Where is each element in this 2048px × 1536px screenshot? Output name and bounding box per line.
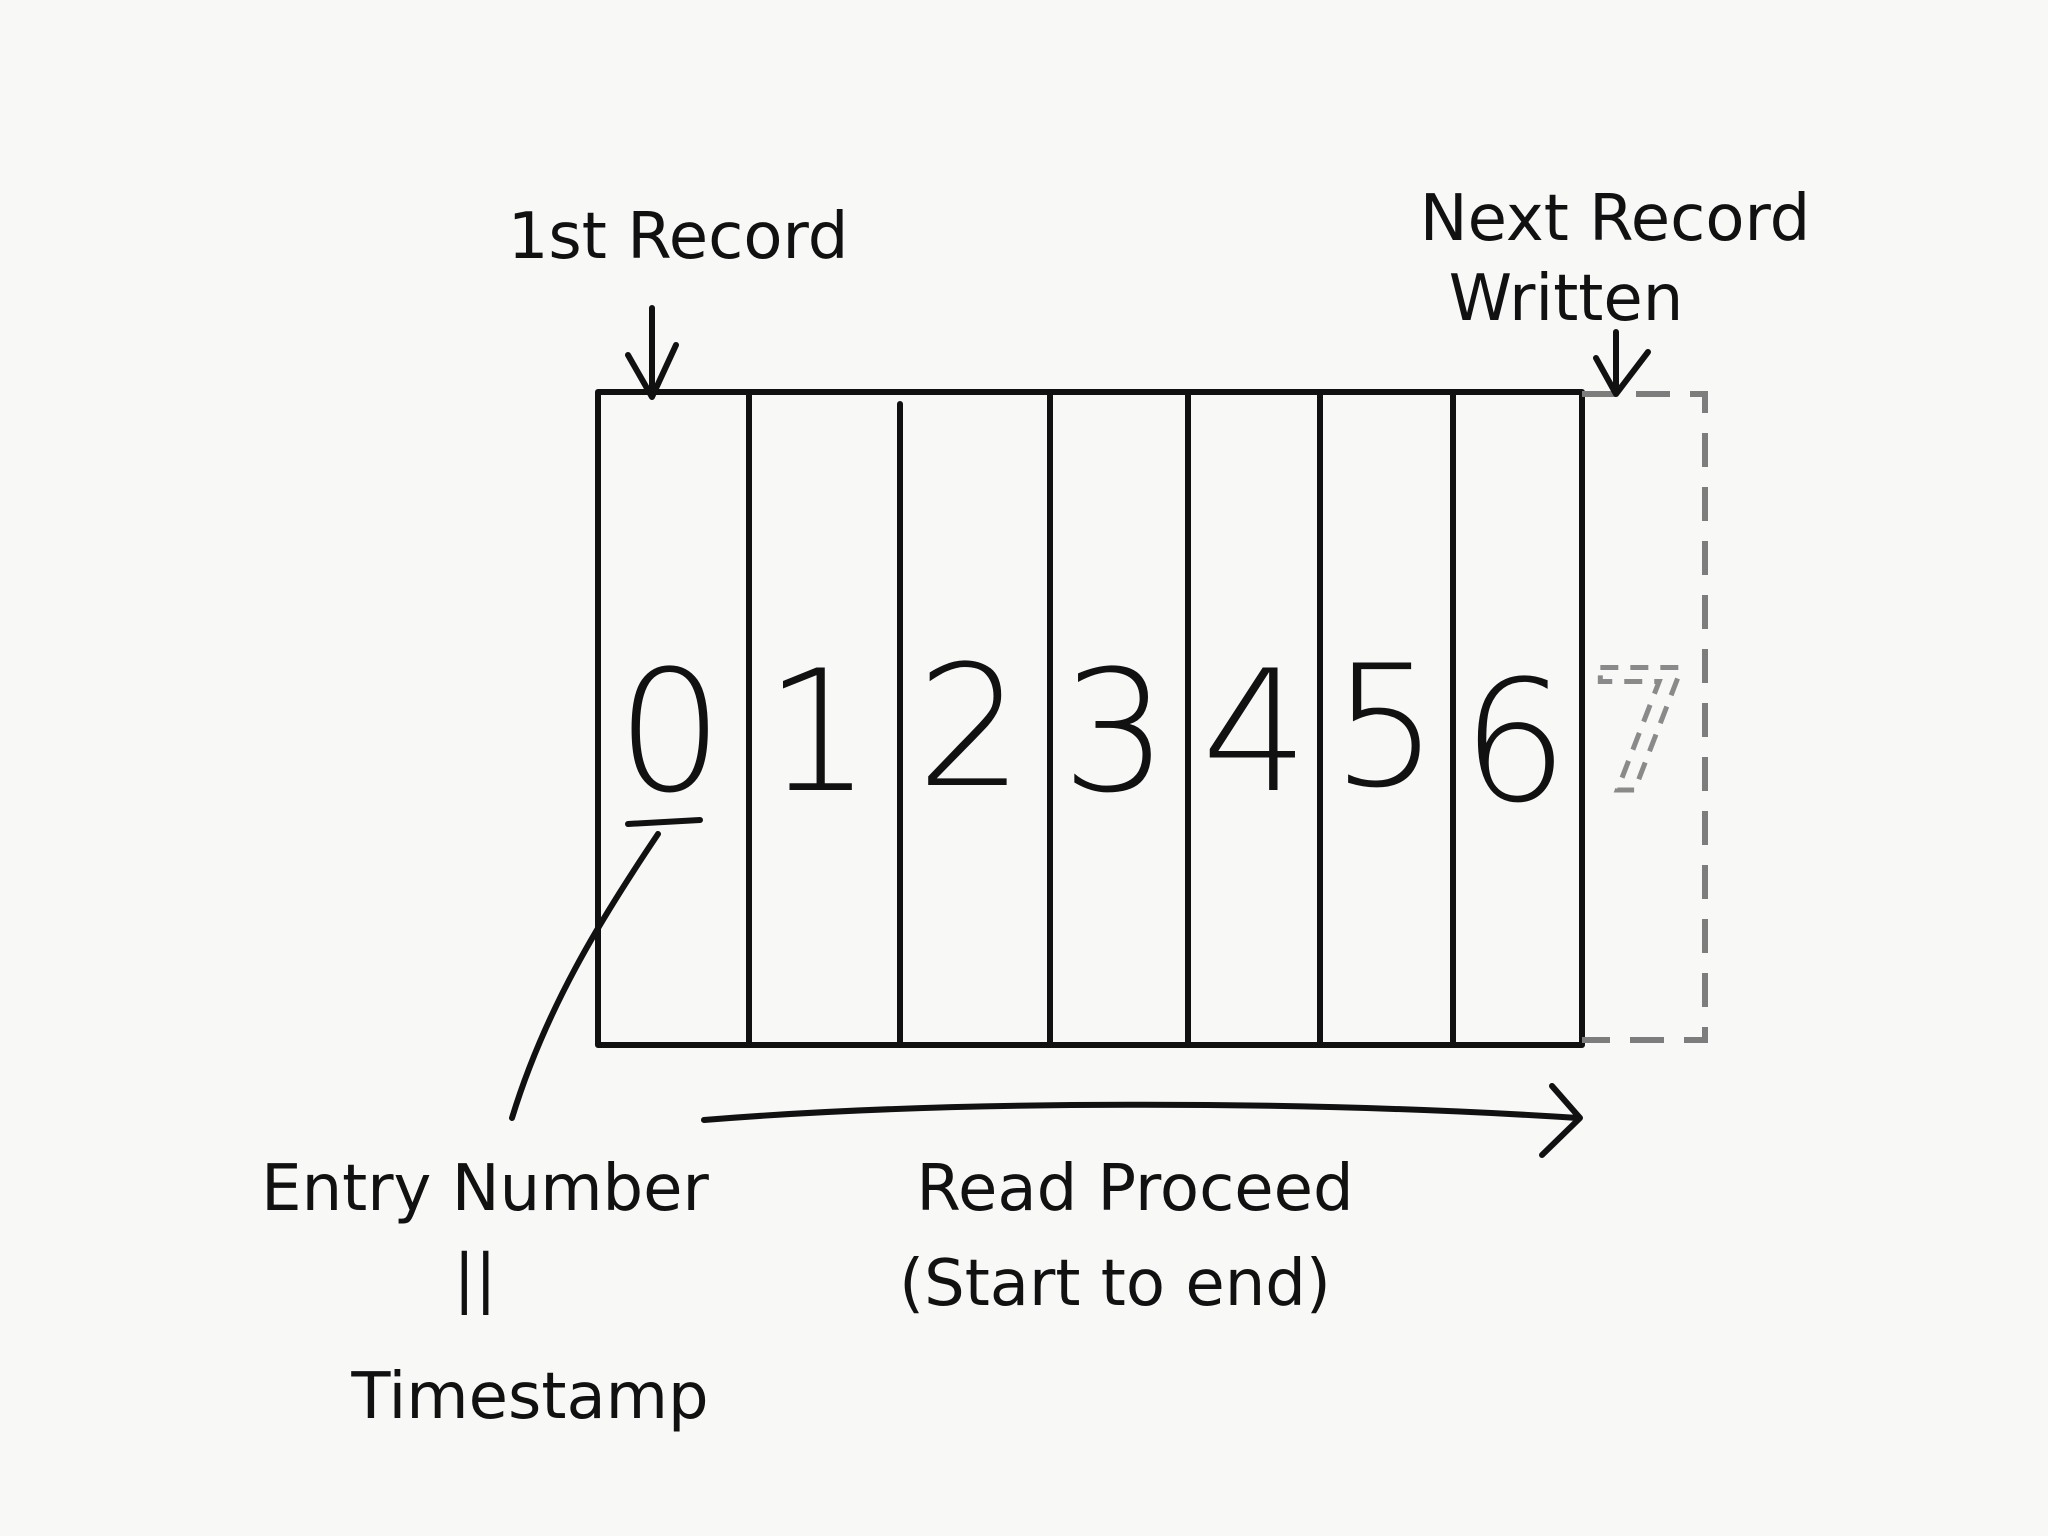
next-record-arrow xyxy=(1593,329,1651,397)
cell-number-2: 2 xyxy=(917,629,1024,825)
cell-number-4: 4 xyxy=(1202,634,1309,830)
read-proceed-label-line2: (Start to end) xyxy=(899,1247,1331,1321)
cell-number-0: 0 xyxy=(617,634,724,830)
cell-number-6: 6 xyxy=(1462,644,1569,840)
entry-underline xyxy=(625,817,703,827)
next-record-label-line1: Next Record xyxy=(1420,182,1811,256)
next-cell-number: 7 xyxy=(1587,634,1694,830)
first-record-arrow xyxy=(625,305,679,400)
equals-sign-label: || xyxy=(453,1242,496,1316)
next-record-dashed-slot xyxy=(1582,391,1708,1043)
timestamp-label: Timestamp xyxy=(350,1360,708,1434)
cell-number-1: 1 xyxy=(765,634,872,830)
cell-number-3: 3 xyxy=(1062,634,1169,830)
first-record-label: 1st Record xyxy=(508,200,849,274)
entry-number-label: Entry Number xyxy=(261,1152,709,1226)
entry-pointer-line xyxy=(509,831,661,1121)
record-block-outline xyxy=(595,389,1585,1048)
cell-number-5: 5 xyxy=(1332,629,1439,825)
read-direction-arrow xyxy=(701,1083,1583,1158)
next-record-label-line2: Written xyxy=(1449,262,1684,336)
read-proceed-label-line1: Read Proceed xyxy=(916,1152,1353,1226)
